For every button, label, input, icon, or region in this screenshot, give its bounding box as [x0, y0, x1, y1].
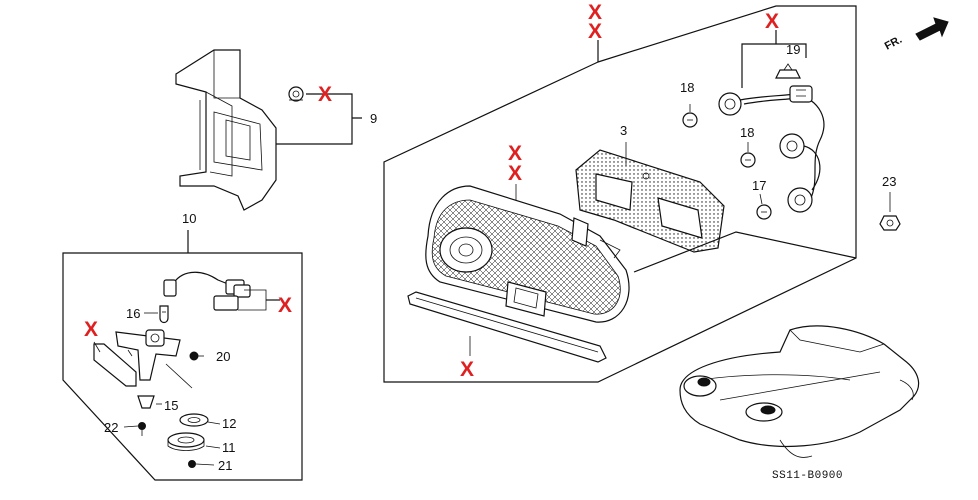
part-number-3: 3 — [620, 123, 627, 138]
removed-mark-top-1: X — [588, 1, 602, 24]
car-silhouette — [679, 325, 920, 458]
screw-21 — [188, 460, 196, 468]
leader-9 — [276, 93, 362, 145]
part-number-10: 10 — [182, 211, 196, 226]
removed-mark-14: X — [84, 318, 98, 341]
bulb-16 — [159, 305, 169, 324]
leader-21 — [195, 463, 215, 466]
bulb-18a — [682, 104, 698, 128]
part-number-18a: 18 — [680, 80, 694, 95]
license-light-bracket — [93, 329, 181, 387]
part-number-9: 9 — [370, 111, 377, 126]
part-number-23: 23 — [882, 174, 896, 189]
leader-14 — [93, 341, 101, 353]
clip-15 — [137, 395, 155, 409]
part-number-22: 22 — [104, 420, 118, 435]
lens-seal — [407, 291, 607, 363]
license-light-harness — [163, 271, 280, 311]
bulb-socket-harness — [718, 85, 825, 213]
grommet-9 — [288, 86, 304, 102]
clip-19 — [775, 63, 801, 79]
part-number-19: 19 — [786, 42, 800, 57]
leader-12 — [207, 421, 221, 425]
gasket-3 — [575, 149, 725, 253]
screw-20 — [189, 351, 204, 361]
lens-11 — [167, 432, 205, 451]
leader-20-a — [165, 363, 193, 389]
diagram-code: SS11-B0900 — [772, 470, 843, 482]
part-number-12: 12 — [222, 416, 236, 431]
screw-22 — [138, 422, 146, 436]
part-number-18b: 18 — [740, 125, 754, 140]
removed-mark-lens-2: X — [508, 162, 522, 185]
leader-harness — [741, 30, 807, 88]
arrow-right-icon — [915, 17, 949, 41]
leader-22 — [123, 425, 139, 428]
removed-mark-13: X — [278, 294, 292, 317]
removed-mark-seal: X — [460, 358, 474, 381]
part-number-11: 11 — [222, 440, 236, 455]
seal-12 — [179, 413, 209, 427]
part-number-15: 15 — [164, 398, 178, 413]
leader-11 — [205, 445, 221, 449]
assembly-frame-taillight — [383, 5, 857, 383]
part-number-16: 16 — [126, 306, 140, 321]
leader-nut-link — [633, 231, 857, 273]
part-number-17: 17 — [752, 178, 766, 193]
assembly-frame-10 — [62, 230, 303, 481]
removed-mark-top-2: X — [588, 20, 602, 43]
bulb-17 — [756, 204, 772, 220]
removed-mark-harness: X — [765, 10, 779, 33]
bulb-18b — [740, 152, 756, 168]
removed-mark-9a: X — [318, 83, 332, 106]
tail-light-lens — [425, 185, 630, 323]
leader-17 — [759, 193, 763, 205]
part-number-21: 21 — [218, 458, 232, 473]
trunk-cover-part — [175, 49, 277, 211]
front-direction-arrow: FR. — [883, 17, 949, 53]
removed-mark-lens-1: X — [508, 142, 522, 165]
part-number-20: 20 — [216, 349, 230, 364]
front-label: FR. — [883, 34, 904, 53]
nut-23 — [879, 215, 901, 231]
